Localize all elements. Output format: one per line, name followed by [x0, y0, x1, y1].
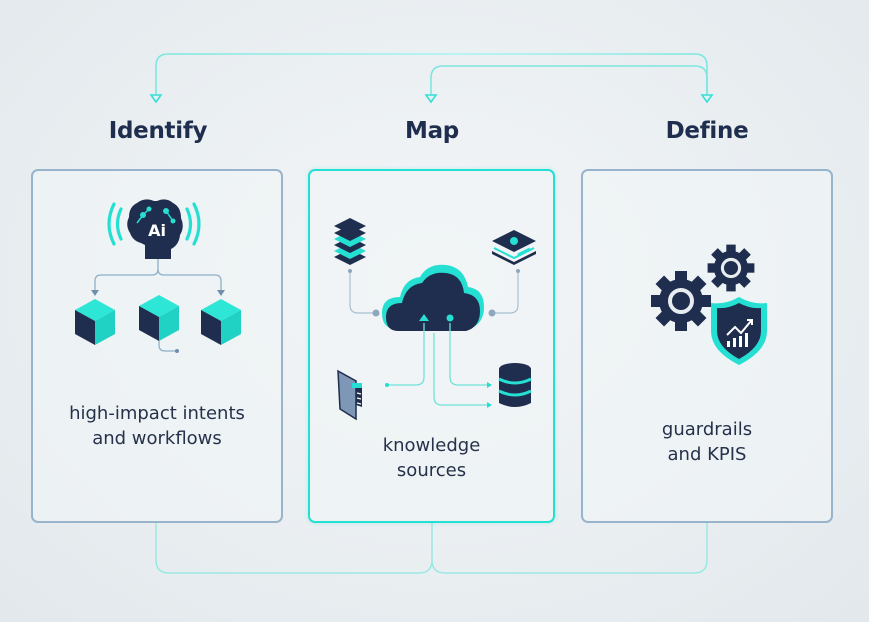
- arrowhead-identify: [149, 94, 163, 104]
- cube-icon: [139, 295, 179, 341]
- brain-label: Ai: [148, 221, 166, 240]
- gear-large-icon: [649, 269, 713, 333]
- connector-identify-map: [155, 523, 433, 574]
- connector-define-to-map: [430, 65, 708, 96]
- step-title-identify: Identify: [108, 118, 208, 144]
- step-caption-map: knowledge sources: [382, 435, 481, 481]
- top-feedback-connectors: [149, 53, 714, 104]
- step-caption-define: guardrails and KPIS: [661, 419, 753, 465]
- connector-define-to-identify: [155, 53, 708, 96]
- database-icon: [498, 363, 532, 407]
- map-illustration: [334, 218, 536, 421]
- document-icon: [337, 369, 362, 421]
- step-card-define: guardrails and KPIS: [581, 169, 833, 523]
- branch-connectors: [94, 259, 222, 352]
- step-title-define: Define: [665, 118, 749, 144]
- cloud-icon: [382, 264, 484, 331]
- cube-icon: [75, 299, 115, 345]
- book-icon: [492, 230, 536, 265]
- side-connectors: [349, 271, 519, 314]
- step-card-map: knowledge sources: [308, 169, 555, 523]
- layers-stack-icon: [334, 218, 366, 265]
- identify-illustration: Ai: [75, 199, 241, 353]
- shield-chart-icon: [711, 297, 767, 365]
- connector-map-define: [431, 523, 708, 574]
- signal-waves-icon: [107, 202, 201, 246]
- cube-icon: [201, 299, 241, 345]
- gear-small-icon: [706, 243, 756, 293]
- ai-brain-icon: Ai: [127, 199, 183, 259]
- define-illustration: [649, 243, 767, 365]
- step-caption-identify: high-impact intents and workflows: [69, 403, 245, 449]
- step-title-map: Map: [405, 118, 459, 144]
- arrowhead-map: [424, 94, 438, 104]
- cloud-connectors: [388, 323, 488, 406]
- arrowhead-define: [700, 94, 714, 104]
- step-card-identify: Ai high-impact intents and workf: [31, 169, 283, 523]
